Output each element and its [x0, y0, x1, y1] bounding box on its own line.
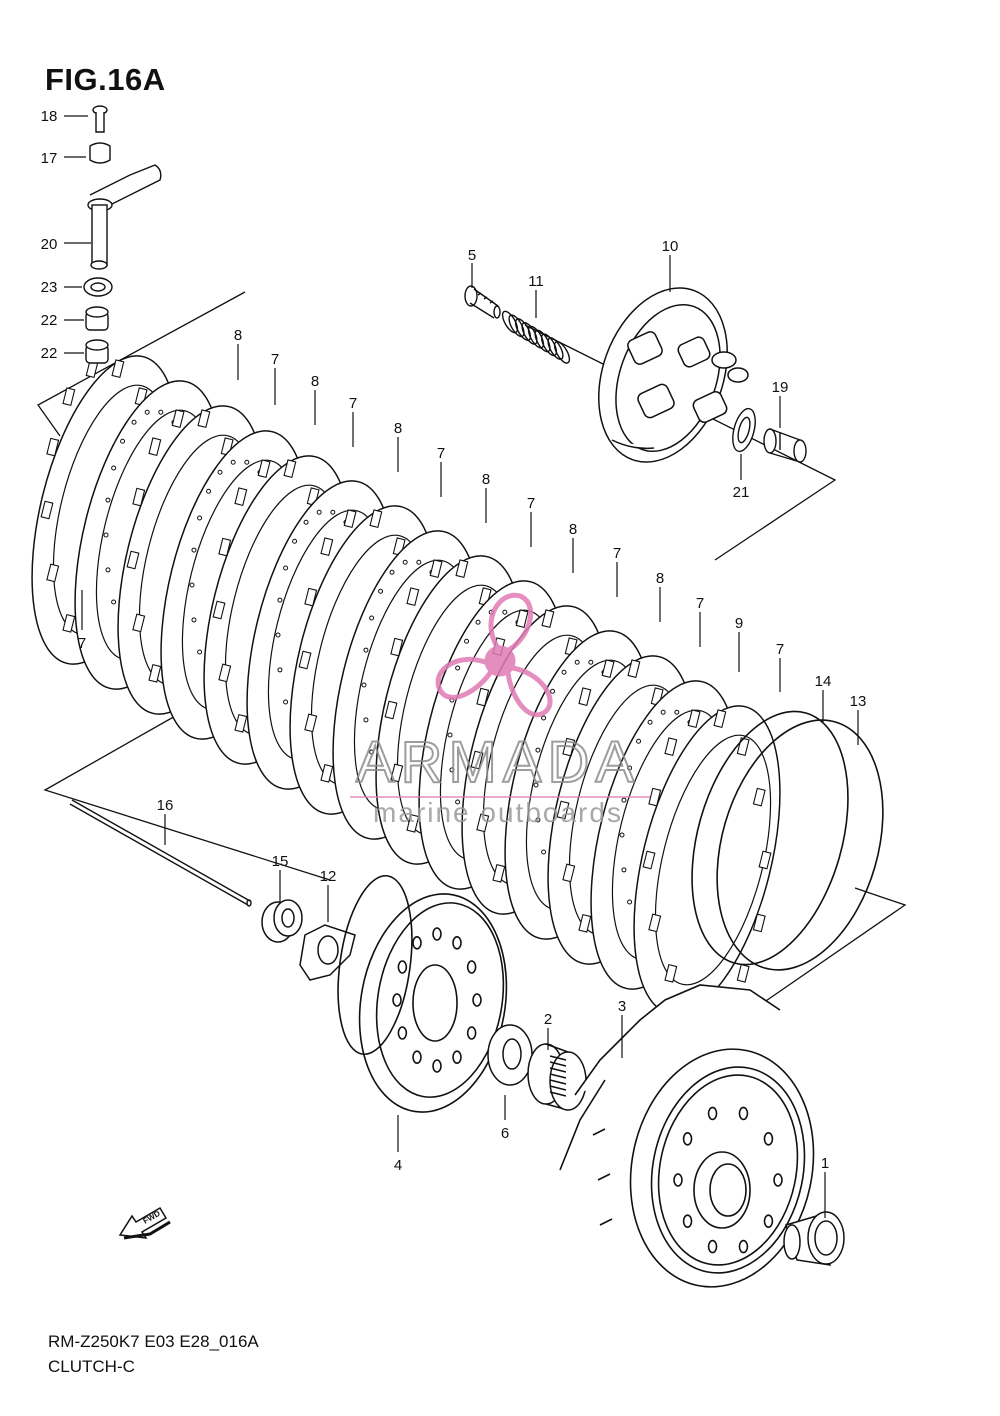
callout-label: 3 — [618, 998, 626, 1015]
callout-label: 7 — [437, 445, 445, 462]
callout-label: 11 — [528, 273, 544, 290]
callout-label: 16 — [157, 797, 174, 814]
callout-label: 15 — [272, 853, 289, 870]
callout-label: 8 — [394, 420, 402, 437]
callout-leaders — [64, 115, 859, 1218]
model-code: RM-Z250K7 E03 E28_016A — [48, 1332, 259, 1351]
push-rod — [69, 799, 252, 907]
clutch-lifter — [763, 428, 807, 463]
watermark-tagline: marine outboards — [373, 797, 623, 828]
callout-label: 22 — [41, 345, 58, 362]
pressure-plate — [598, 287, 749, 463]
thrust-bearing — [732, 407, 756, 453]
release-arm-assembly — [83, 105, 162, 364]
callout-label: 7 — [696, 595, 704, 612]
lock-washer — [299, 924, 356, 981]
callout-label: 23 — [41, 279, 58, 296]
clutch-spring — [501, 310, 571, 364]
callout-label: 20 — [41, 236, 58, 253]
watermark-brand: ARMADA — [356, 730, 640, 795]
section-name: CLUTCH-C — [48, 1357, 135, 1376]
callout-label: 10 — [662, 238, 679, 255]
callout-label: 8 — [311, 373, 319, 390]
bolt — [464, 285, 501, 319]
needle-bearing — [527, 1043, 587, 1111]
callout-label: 8 — [569, 521, 577, 538]
callout-label: 1 — [821, 1155, 829, 1172]
callout-label: 7 — [776, 641, 784, 658]
clutch-sleeve-hub — [337, 874, 508, 1113]
spring-seat-ring — [716, 719, 884, 971]
callout-label: 4 — [394, 1157, 402, 1174]
callout-label: 14 — [815, 673, 832, 690]
callout-label: 8 — [656, 570, 664, 587]
friction-plate — [633, 705, 781, 1015]
clutch-plate-stack — [31, 355, 884, 1015]
callout-label: 7 — [349, 395, 357, 412]
shaft-stack-frame — [43, 697, 907, 1006]
fwd-direction-marker: FWD — [118, 1206, 171, 1240]
thrust-washer — [487, 1024, 533, 1086]
callout-label: 22 — [41, 312, 58, 329]
callout-label: 12 — [320, 868, 337, 885]
callout-label: 19 — [772, 379, 789, 396]
callout-label: 7 — [271, 351, 279, 368]
callout-label: 8 — [482, 471, 490, 488]
callout-label: 7 — [613, 545, 621, 562]
arrow-icon — [118, 1206, 171, 1240]
spacer — [783, 1211, 845, 1266]
propeller-logo-icon — [435, 592, 553, 718]
figure-title: FIG.16A — [45, 62, 166, 97]
wire-ring — [691, 710, 849, 966]
callout-labels: 1817202322225111019218787878787879714137… — [41, 108, 867, 1174]
clutch-hub-nut — [261, 899, 303, 943]
callout-label: 6 — [501, 1125, 509, 1142]
watermark: ARMADA marine outboards — [350, 592, 650, 828]
callout-label: 2 — [544, 1011, 552, 1028]
callout-label: 17 — [41, 150, 58, 167]
callout-label: 21 — [733, 484, 750, 501]
callout-label: 5 — [468, 247, 476, 264]
callout-label: 7 — [527, 495, 535, 512]
clutch-housing — [559, 984, 815, 1288]
callout-label: 7 — [78, 635, 86, 652]
callout-label: 8 — [234, 327, 242, 344]
callout-label: 18 — [41, 108, 58, 125]
callout-label: 13 — [850, 693, 867, 710]
callout-label: 9 — [735, 615, 743, 632]
